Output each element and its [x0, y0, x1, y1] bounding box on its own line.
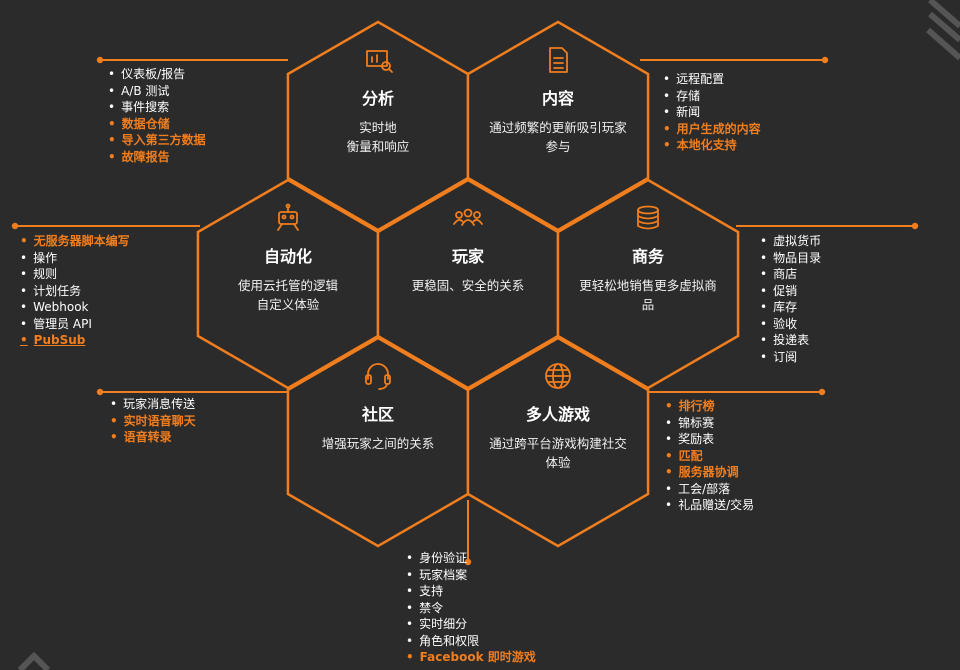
feature-item: 操作	[20, 250, 130, 267]
feature-item: 订阅	[760, 349, 821, 366]
hexagon-outline	[556, 178, 740, 390]
hexagon-description: 自定义体验	[257, 297, 320, 312]
hexagon-title: 自动化	[264, 247, 312, 266]
feature-item: 仪表板/报告	[108, 66, 206, 83]
feature-item: 投递表	[760, 332, 821, 349]
hexagon-outline	[466, 20, 650, 232]
connector-dot	[96, 56, 104, 64]
feature-item: 物品目录	[760, 250, 821, 267]
feature-item: 数据仓储	[108, 116, 206, 133]
feature-item: A/B 测试	[108, 83, 206, 100]
document-icon	[549, 47, 568, 73]
analytics-feature-list: 仪表板/报告A/B 测试事件搜索数据仓储导入第三方数据故障报告	[108, 66, 206, 165]
feature-item: 验收	[760, 316, 821, 333]
feature-item: 实时细分	[406, 616, 536, 633]
feature-item: 远程配置	[663, 71, 761, 88]
hexagon-description: 实时地	[359, 120, 397, 135]
connector-dot	[818, 388, 826, 396]
coin-stack-icon	[637, 205, 659, 230]
feature-item: 计划任务	[20, 283, 130, 300]
hexagon-outline	[466, 336, 650, 548]
analytics-chart-icon	[366, 50, 393, 73]
feature-item: 故障报告	[108, 149, 206, 166]
connector-dot	[821, 56, 829, 64]
hexagon-description: 体验	[545, 455, 571, 470]
hexagon-description: 更稳固、安全的关系	[412, 278, 525, 293]
community-feature-list: 玩家消息传送实时语音聊天语音转录	[110, 396, 196, 446]
connector-dot	[96, 388, 104, 396]
automation-feature-list: 无服务器脚本编写操作规则计划任务Webhook管理员 APIPubSub	[20, 233, 130, 349]
connector-dot	[11, 222, 19, 230]
feature-item: 事件搜索	[108, 99, 206, 116]
feature-item: 角色和权限	[406, 633, 536, 650]
feature-item: 用户生成的内容	[663, 121, 761, 138]
hexagon-title: 内容	[542, 89, 574, 108]
robot-icon	[277, 203, 299, 231]
feature-item: 奖励表	[665, 431, 754, 448]
content-feature-list: 远程配置存储新闻用户生成的内容本地化支持	[663, 71, 761, 154]
feature-item: 禁令	[406, 600, 536, 617]
people-group-icon	[453, 208, 483, 226]
corner-chevrons	[17, 0, 960, 670]
feature-item: 玩家消息传送	[110, 396, 196, 413]
feature-item: 库存	[760, 299, 821, 316]
feature-item: 服务器协调	[665, 464, 754, 481]
feature-item: 工会/部落	[665, 481, 754, 498]
hexagon-title: 商务	[632, 247, 665, 266]
hexagon-title: 多人游戏	[526, 405, 590, 424]
hexagon-description: 品	[642, 297, 655, 312]
feature-item: 规则	[20, 266, 130, 283]
hexagon-description: 通过频繁的更新吸引玩家	[489, 120, 627, 135]
feature-item: 导入第三方数据	[108, 132, 206, 149]
feature-item: 语音转录	[110, 429, 196, 446]
feature-item: 商店	[760, 266, 821, 283]
feature-item: PubSub	[20, 332, 130, 349]
hexagon-description: 更轻松地销售更多虚拟商	[579, 278, 717, 293]
feature-item: 支持	[406, 583, 536, 600]
globe-icon	[545, 363, 571, 389]
feature-item: 玩家档案	[406, 567, 536, 584]
multiplayer-feature-list: 排行榜锦标赛奖励表匹配服务器协调工会/部落礼品赠送/交易	[665, 398, 754, 514]
hexagon-description: 使用云托管的逻辑	[238, 278, 338, 293]
feature-item: 促销	[760, 283, 821, 300]
connector-dot	[911, 222, 919, 230]
feature-item: 新闻	[663, 104, 761, 121]
hexagon-description: 衡量和响应	[347, 139, 410, 154]
feature-item: Facebook 即时游戏	[406, 649, 536, 666]
headset-icon	[365, 363, 391, 390]
feature-item: 实时语音聊天	[110, 413, 196, 430]
player-feature-list: 身份验证玩家档案支持禁令实时细分角色和权限Facebook 即时游戏	[406, 550, 536, 666]
feature-item: 本地化支持	[663, 137, 761, 154]
hexagon-description: 增强玩家之间的关系	[322, 436, 435, 451]
commerce-feature-list: 虚拟货币物品目录商店促销库存验收投递表订阅	[760, 233, 821, 365]
hexagon-description: 通过跨平台游戏构建社交	[489, 436, 627, 451]
feature-item: 管理员 API	[20, 316, 130, 333]
connector-lines	[11, 56, 919, 566]
feature-item: 存储	[663, 88, 761, 105]
feature-item: 身份验证	[406, 550, 536, 567]
hexagon-title: 玩家	[452, 247, 485, 266]
feature-item: 无服务器脚本编写	[20, 233, 130, 250]
feature-item: 匹配	[665, 448, 754, 465]
feature-item: Webhook	[20, 299, 130, 316]
feature-item: 虚拟货币	[760, 233, 821, 250]
hexagon-description: 参与	[545, 139, 570, 154]
hexagon-title: 社区	[361, 405, 394, 424]
hexagon-title: 分析	[362, 89, 394, 108]
feature-item: 排行榜	[665, 398, 754, 415]
feature-item: 礼品赠送/交易	[665, 497, 754, 514]
feature-item: 锦标赛	[665, 415, 754, 432]
